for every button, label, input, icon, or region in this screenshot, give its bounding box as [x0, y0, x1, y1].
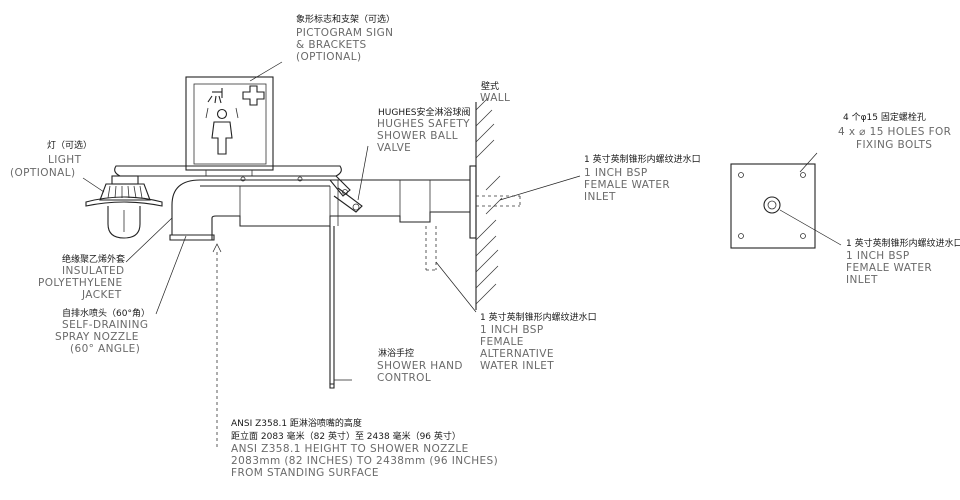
- inlet-label-en-3: INLET: [584, 191, 616, 203]
- holes-label-cn: 4 个φ15 固定螺栓孔: [843, 111, 926, 123]
- plate-inlet-label-cn: 1 英寸英制锥形内螺纹进水口: [846, 237, 960, 249]
- holes-label-en-1: 4 x ⌀ 15 HOLES FOR: [838, 126, 951, 138]
- pictogram-label-en-2: & BRACKETS: [296, 39, 367, 51]
- wall-hatch: [475, 97, 503, 310]
- height-label-cn-2: 距立面 2083 毫米（82 英寸）至 2438 毫米（96 英寸）: [231, 430, 461, 442]
- light-fixture: [85, 175, 163, 239]
- jacket-label-en-1: INSULATED: [62, 265, 125, 277]
- light-label-en-2: (OPTIONAL): [10, 167, 75, 179]
- valve-label-en-1: HUGHES SAFETY: [377, 118, 470, 130]
- jacket-label-en-2: POLYETHYLENE: [38, 277, 123, 289]
- jacket-label-cn: 绝缘聚乙烯外套: [62, 253, 125, 265]
- height-label-en-2: 2083mm (82 INCHES) TO 2438mm (96 INCHES): [231, 455, 498, 467]
- inlet-label-cn: 1 英寸英制锥形内螺纹进水口: [584, 153, 701, 165]
- light-label-cn: 灯（可选）: [47, 139, 92, 151]
- height-label-en-1: ANSI Z358.1 HEIGHT TO SHOWER NOZZLE: [231, 443, 469, 455]
- height-label-en-3: FROM STANDING SURFACE: [231, 467, 379, 479]
- pictogram-sign: [185, 76, 274, 176]
- leader-lines: [82, 61, 842, 450]
- ball-valve: [329, 187, 363, 389]
- nozzle-label-cn: 自排水喷头（60°角）: [62, 307, 150, 319]
- holes-label-en-2: FIXING BOLTS: [856, 139, 932, 151]
- alt-inlet-label-en-2: FEMALE: [480, 336, 524, 348]
- alt-inlet-label-en-1: 1 INCH BSP: [480, 324, 544, 336]
- alt-inlet-label-en-3: ALTERNATIVE: [480, 348, 554, 360]
- alt-inlet-label-en-4: WATER INLET: [480, 360, 554, 372]
- alt-inlet-label-cn: 1 英寸英制锥形内螺纹进水口: [480, 311, 597, 323]
- plate-inlet-label-en-1: 1 INCH BSP: [846, 250, 910, 262]
- mounting-plate: [730, 163, 816, 249]
- hand-control-label-cn: 淋浴手控: [378, 347, 414, 359]
- inlet-label-en-1: 1 INCH BSP: [584, 167, 648, 179]
- pictogram-label-en-3: (OPTIONAL): [296, 51, 361, 63]
- hand-control-label-en-1: SHOWER HAND: [377, 360, 463, 372]
- nozzle-label-en-3: (60° ANGLE): [70, 343, 140, 355]
- wall-label-cn: 壁式: [481, 80, 499, 92]
- plate-inlet-label-en-2: FEMALE WATER: [846, 262, 932, 274]
- jacket-label-en-3: JACKET: [81, 289, 122, 301]
- valve-label-cn: HUGHES安全淋浴球阀: [378, 106, 471, 118]
- height-label-cn-1: ANSI Z358.1 距淋浴喷嘴的高度: [231, 417, 362, 429]
- plate-inlet-label-en-3: INLET: [846, 274, 878, 286]
- light-label-en-1: LIGHT: [48, 154, 82, 166]
- pictogram-label-en-1: PICTOGRAM SIGN: [296, 27, 393, 39]
- pictogram-label-cn: 象形标志和支架（可选）: [296, 13, 395, 25]
- valve-label-en-2: SHOWER BALL: [377, 130, 458, 142]
- shower-pipe: [169, 165, 521, 271]
- hand-control-label-en-2: CONTROL: [377, 372, 431, 384]
- wall-label-en: WALL: [480, 92, 510, 104]
- valve-label-en-3: VALVE: [377, 142, 411, 154]
- nozzle-label-en-2: SPRAY NOZZLE: [55, 331, 139, 343]
- top-support-bar: [114, 165, 351, 197]
- inlet-label-en-2: FEMALE WATER: [584, 179, 670, 191]
- nozzle-label-en-1: SELF-DRAINING: [62, 319, 148, 331]
